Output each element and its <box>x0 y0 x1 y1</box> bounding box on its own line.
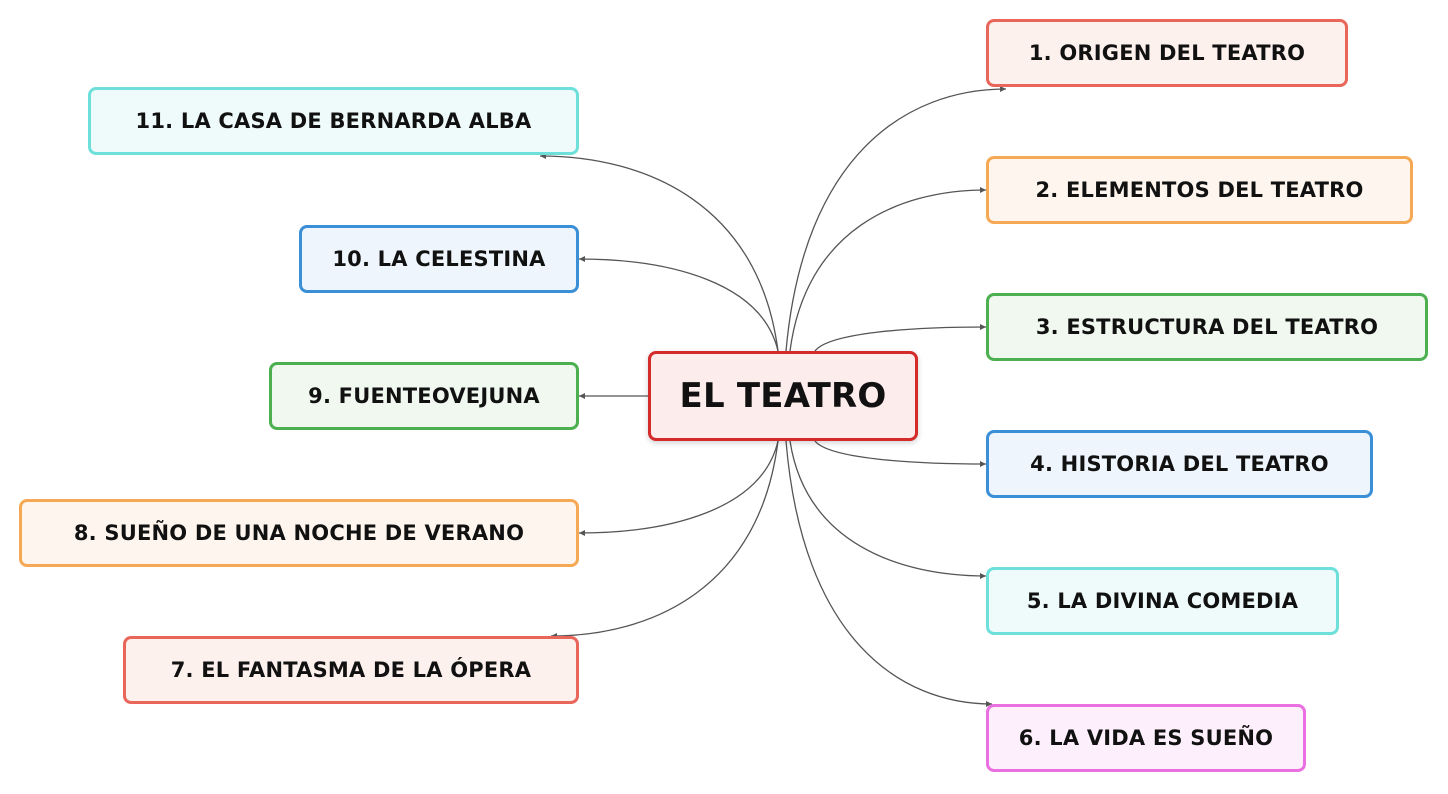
topic-sueno-de-una-noche-de-verano[interactable]: 8. SUEÑO DE UNA NOCHE DE VERANO <box>19 499 579 567</box>
central-topic-el-teatro[interactable]: EL TEATRO <box>648 351 918 441</box>
topic-la-casa-de-bernarda-alba[interactable]: 11. LA CASA DE BERNARDA ALBA <box>88 87 579 155</box>
connector-6 <box>785 440 993 705</box>
topic-la-divina-comedia[interactable]: 5. LA DIVINA COMEDIA <box>986 567 1339 635</box>
topic-la-celestina[interactable]: 10. LA CELESTINA <box>299 225 579 293</box>
topic-historia-del-teatro[interactable]: 4. HISTORIA DEL TEATRO <box>986 430 1373 498</box>
connector-2 <box>789 189 987 352</box>
connector-7 <box>550 440 779 637</box>
connector-arrow-8 <box>579 530 585 536</box>
connector-arrow-3 <box>980 324 986 330</box>
connector-arrow-10 <box>579 256 585 262</box>
topic-origen-del-teatro[interactable]: 1. ORIGEN DEL TEATRO <box>986 19 1348 87</box>
connector-arrow-2 <box>980 187 986 193</box>
connector-3 <box>814 326 987 352</box>
topic-el-fantasma-de-la-opera[interactable]: 7. EL FANTASMA DE LA ÓPERA <box>123 636 579 704</box>
topic-la-vida-es-sueno[interactable]: 6. LA VIDA ES SUEÑO <box>986 704 1306 772</box>
connector-8 <box>578 440 779 534</box>
connector-arrow-4 <box>980 461 986 467</box>
connector-arrow-9 <box>579 393 585 399</box>
connector-4 <box>814 440 987 465</box>
connector-arrow-5 <box>980 573 986 579</box>
connector-1 <box>785 88 1007 352</box>
topic-estructura-del-teatro[interactable]: 3. ESTRUCTURA DEL TEATRO <box>986 293 1428 361</box>
topic-fuenteovejuna[interactable]: 9. FUENTEOVEJUNA <box>269 362 579 430</box>
connector-5 <box>789 440 987 577</box>
connector-arrow-1 <box>1000 86 1006 92</box>
topic-elementos-del-teatro[interactable]: 2. ELEMENTOS DEL TEATRO <box>986 156 1413 224</box>
connector-11 <box>539 155 779 352</box>
connector-10 <box>578 258 779 352</box>
